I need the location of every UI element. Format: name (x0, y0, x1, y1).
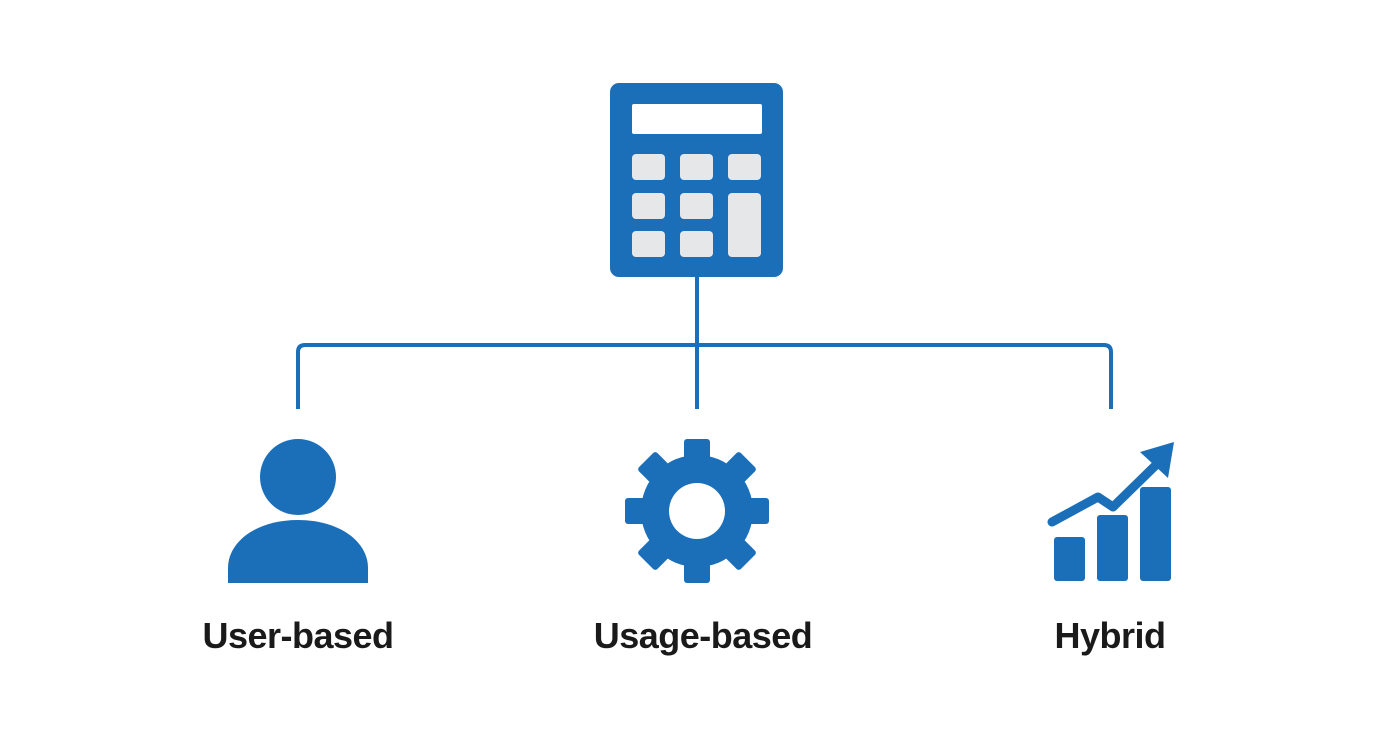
node-label-hybrid: Hybrid (1054, 615, 1166, 656)
node-label-user-based: User-based (202, 615, 394, 656)
user-icon (228, 439, 368, 583)
connector-lines (296, 277, 1113, 409)
growth-chart-icon (1047, 442, 1174, 581)
calculator-icon (610, 83, 783, 277)
gear-icon (625, 439, 769, 583)
connector-branch (296, 343, 1113, 409)
node-label-usage-based: Usage-based (593, 615, 813, 656)
